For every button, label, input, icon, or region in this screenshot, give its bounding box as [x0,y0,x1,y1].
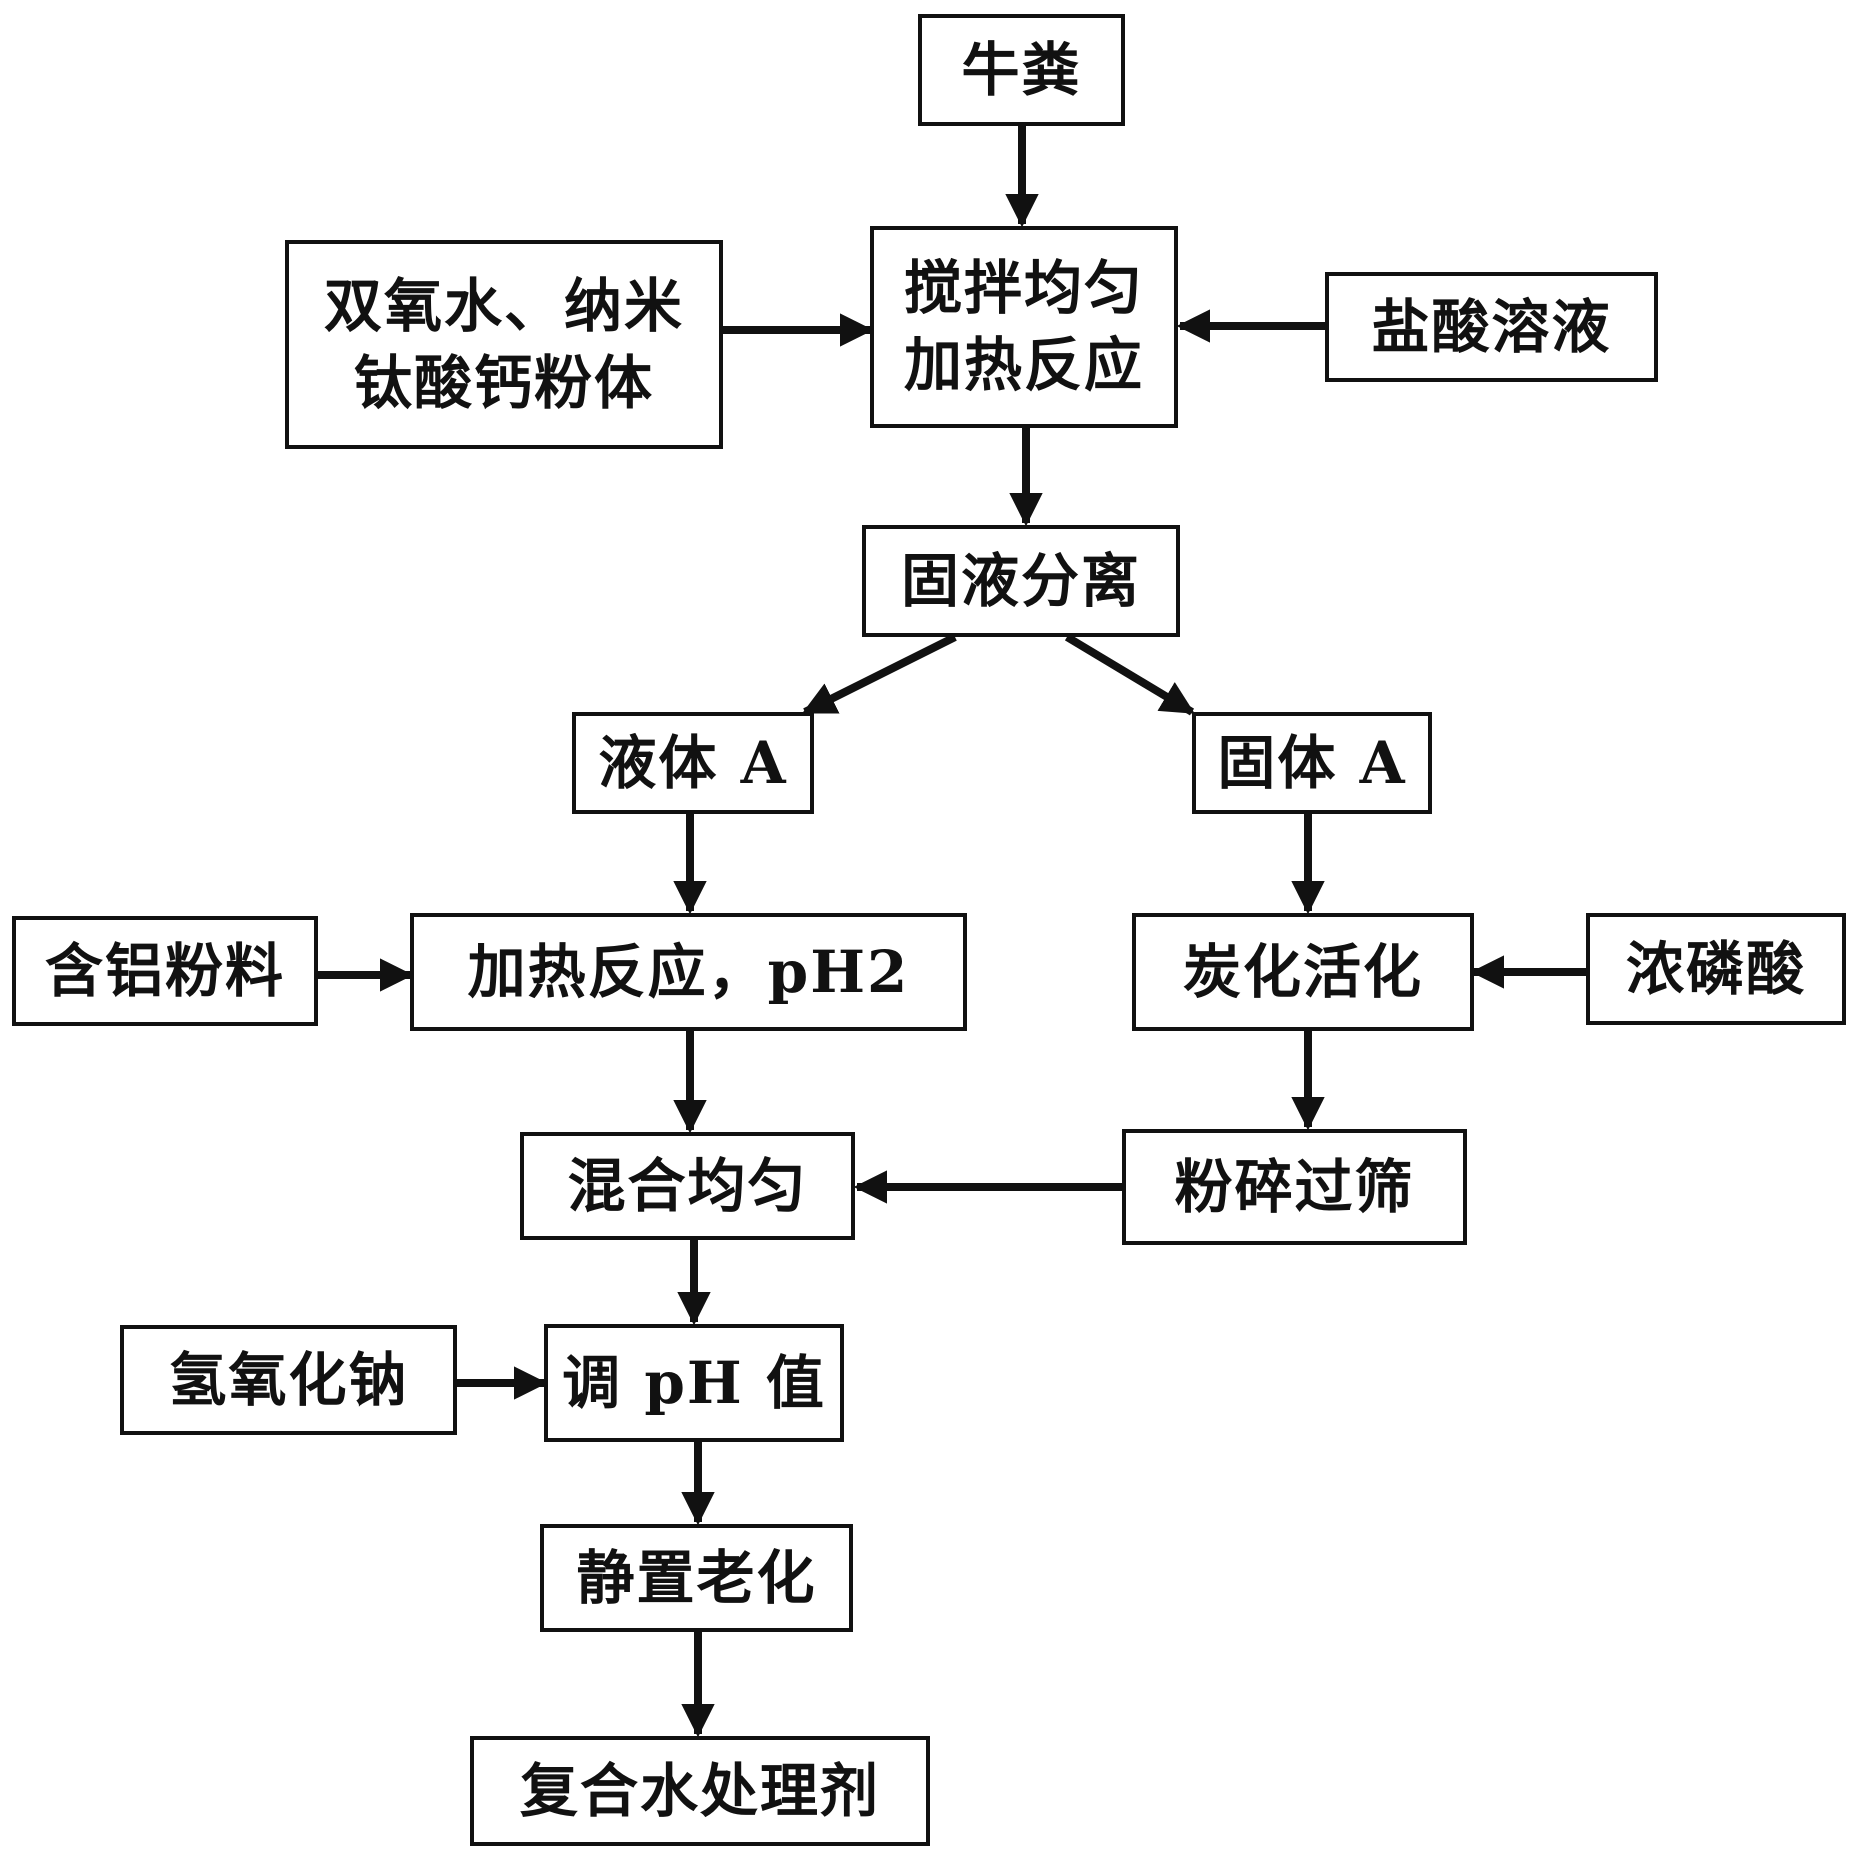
node-sodium-hydroxide: 氢氧化钠 [120,1325,457,1435]
node-peroxide-titanate: 双氧水、纳米 钛酸钙粉体 [285,240,723,449]
node-mix-evenly: 混合均匀 [520,1132,855,1240]
node-adjust-ph-label: 调 pH 值 [562,1348,826,1417]
node-composite-water-treatment-agent: 复合水处理剂 [470,1736,930,1846]
node-phosphoric-acid: 浓磷酸 [1586,913,1846,1025]
node-aluminum-powder: 含铝粉料 [12,916,318,1026]
node-carbonize-activate: 炭化活化 [1132,913,1474,1031]
node-cow-dung-label: 牛粪 [961,35,1082,104]
node-stir-heat: 搅拌均匀 加热反应 [870,226,1178,428]
arrow-separation-to-solid [1064,633,1195,716]
node-adjust-ph: 调 pH 值 [544,1324,844,1442]
node-stir-heat-line2: 加热反应 [903,331,1144,399]
node-solid-liquid-separation-label: 固液分离 [900,546,1141,615]
node-solid-liquid-separation: 固液分离 [862,525,1180,637]
node-hcl-solution: 盐酸溶液 [1325,272,1658,382]
node-crush-sieve-label: 粉碎过筛 [1174,1152,1415,1221]
node-solid-a-label: 固体 A [1217,728,1407,797]
node-composite-water-treatment-agent-label: 复合水处理剂 [519,1756,880,1825]
node-peroxide-titanate-text: 双氧水、纳米 钛酸钙粉体 [324,268,684,421]
node-stir-heat-line1: 搅拌均匀 [903,254,1144,323]
node-aging: 静置老化 [540,1524,853,1632]
node-peroxide-titanate-line2: 钛酸钙粉体 [353,348,654,417]
node-aging-label: 静置老化 [576,1543,817,1612]
node-mix-evenly-label: 混合均匀 [567,1151,808,1220]
node-liquid-a-label: 液体 A [598,728,788,797]
node-peroxide-titanate-line1: 双氧水、纳米 [323,271,684,340]
node-solid-a: 固体 A [1192,712,1432,814]
node-heat-reaction-ph2: 加热反应，pH2 [410,913,967,1031]
node-cow-dung: 牛粪 [918,14,1125,126]
node-hcl-solution-label: 盐酸溶液 [1371,292,1612,361]
node-crush-sieve: 粉碎过筛 [1122,1129,1467,1245]
node-aluminum-powder-label: 含铝粉料 [44,936,285,1005]
node-phosphoric-acid-label: 浓磷酸 [1625,934,1806,1003]
node-heat-reaction-ph2-label: 加热反应，pH2 [467,937,910,1006]
node-liquid-a: 液体 A [572,712,814,814]
arrow-separation-to-liquid [801,633,957,716]
node-carbonize-activate-label: 炭化活化 [1182,937,1423,1006]
node-sodium-hydroxide-label: 氢氧化钠 [168,1345,409,1414]
node-stir-heat-text: 搅拌均匀 加热反应 [904,250,1144,403]
